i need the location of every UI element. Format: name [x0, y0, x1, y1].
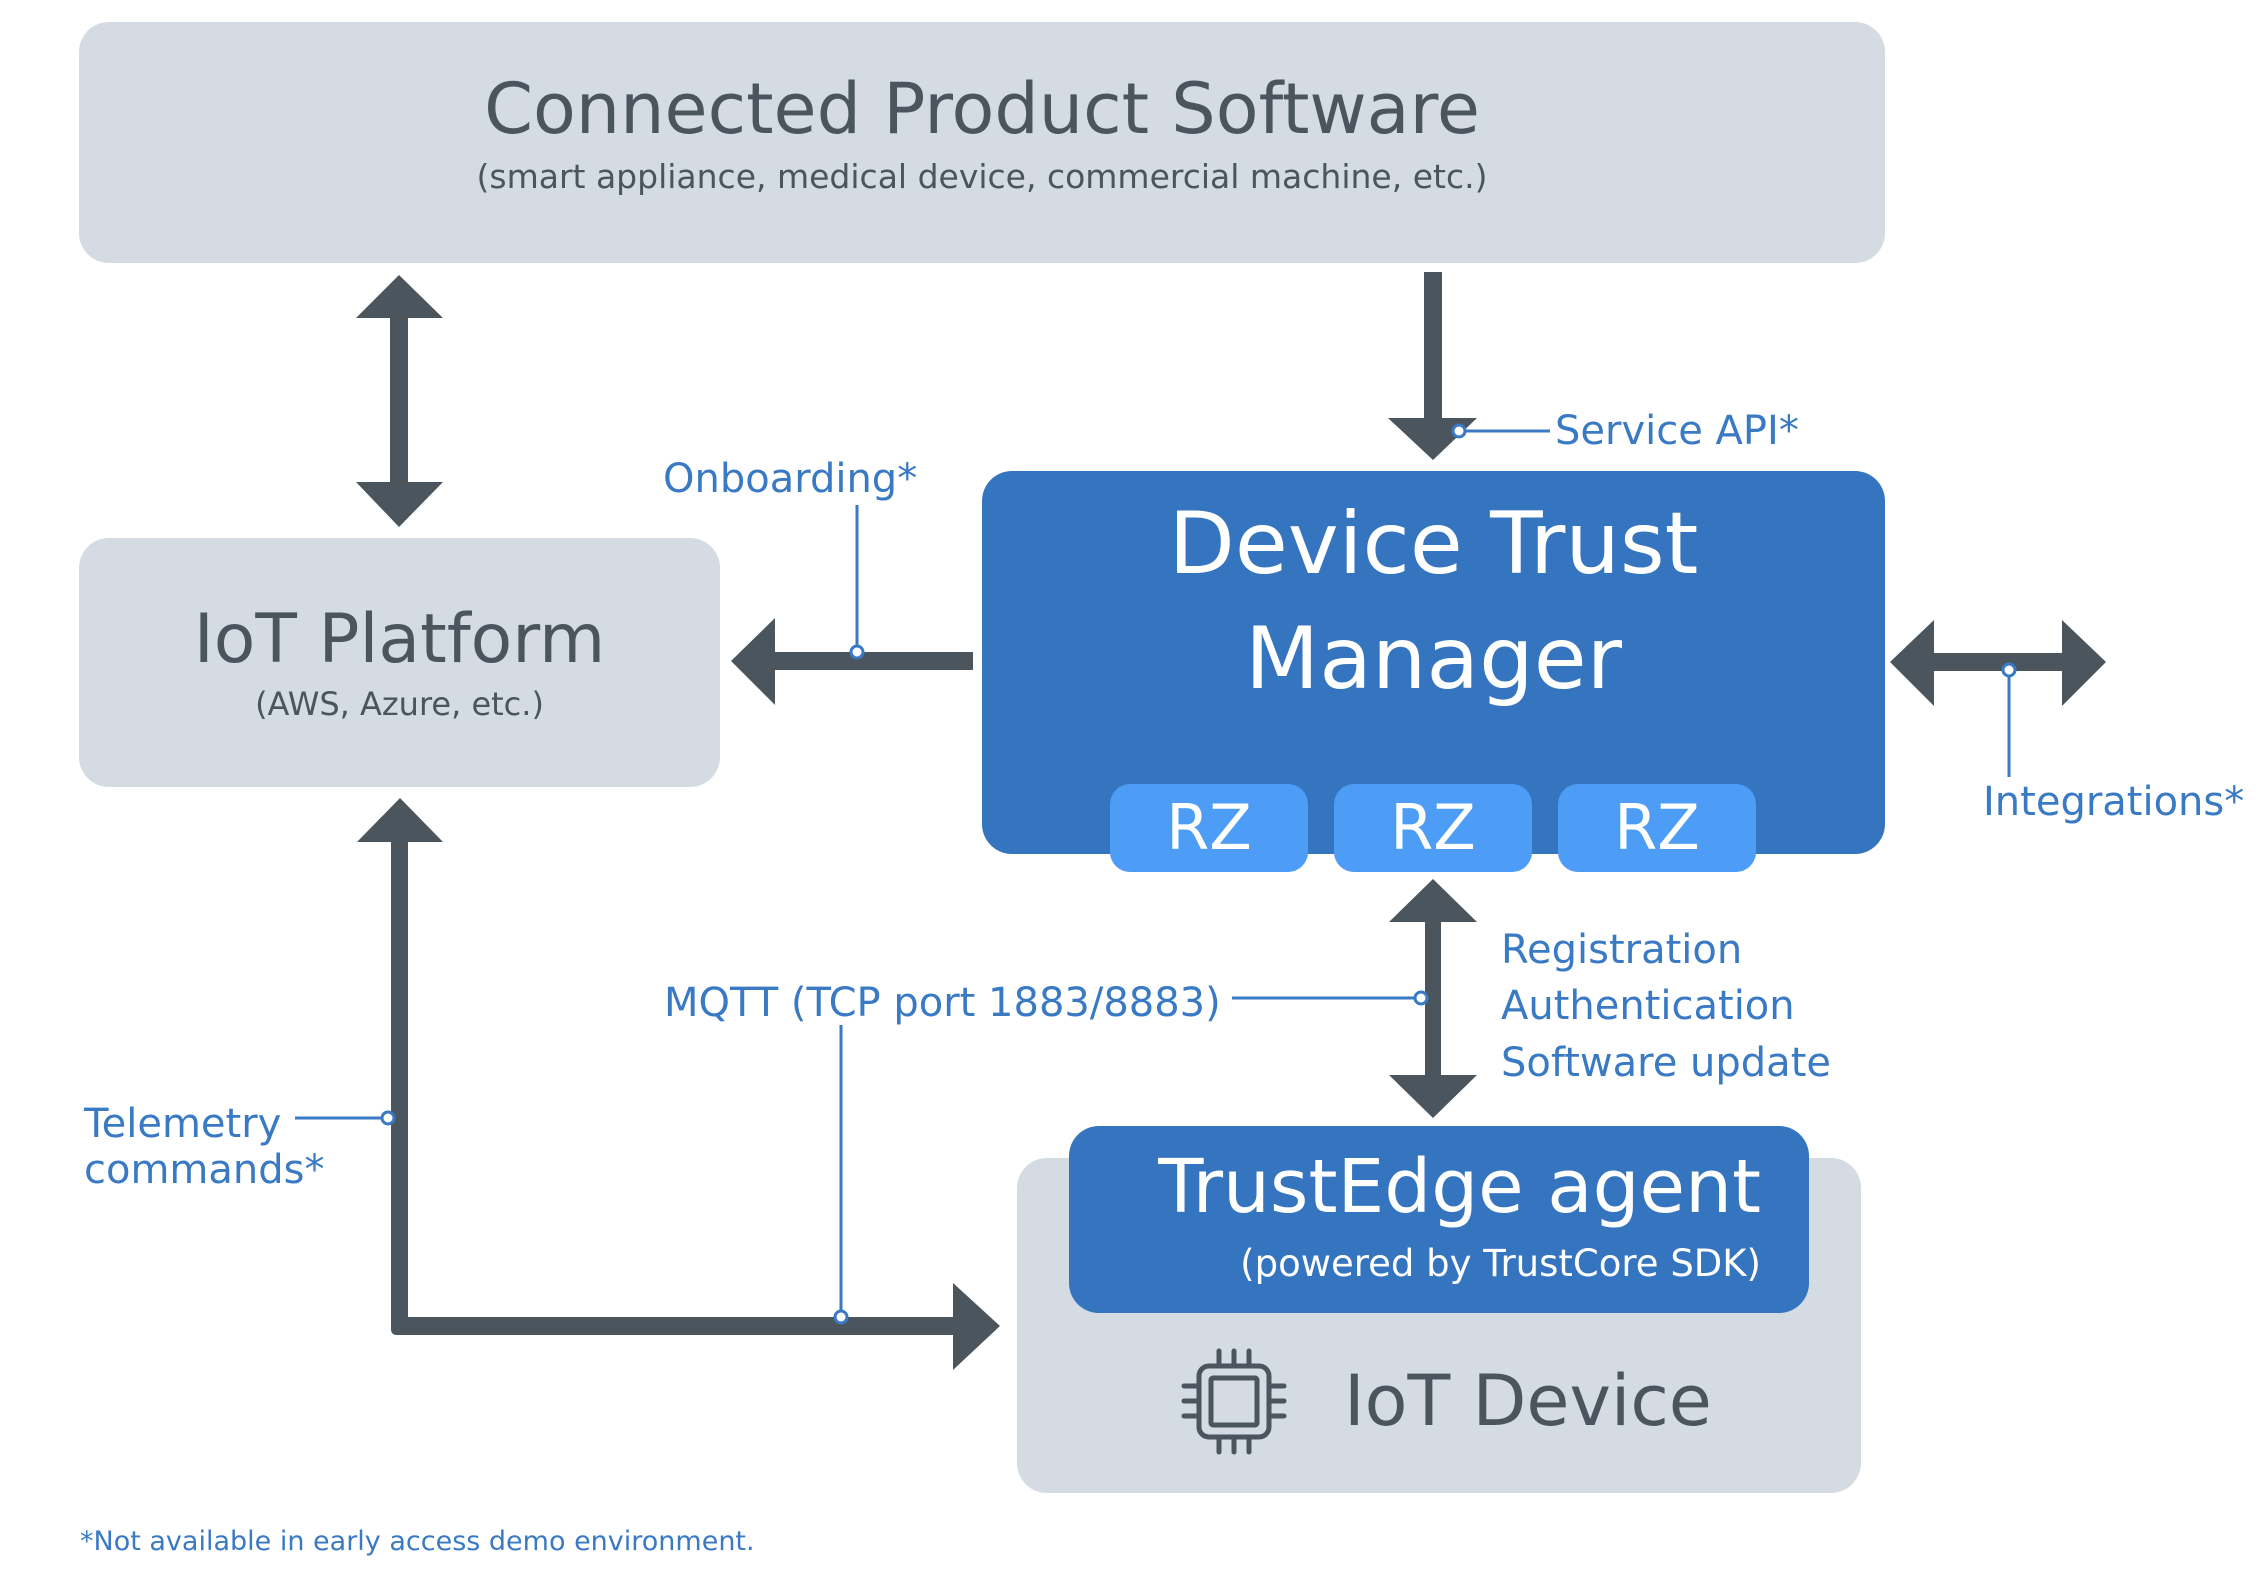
iot-platform-subtitle: (AWS, Azure, etc.)	[255, 685, 544, 723]
integrations-dot	[2001, 662, 2017, 678]
onboarding-dot	[849, 644, 865, 660]
arrow-integrations	[1890, 620, 2106, 706]
rz-tab: RZ	[1334, 784, 1532, 872]
telemetry-label-line1: Telemetry	[84, 1101, 282, 1147]
connected-product-software-box: Connected Product Software (smart applia…	[79, 22, 1885, 263]
cpu-chip-icon	[1181, 1348, 1287, 1455]
trustedge-subtitle: (powered by TrustCore SDK)	[1240, 1242, 1761, 1285]
footnote: *Not available in early access demo envi…	[80, 1526, 755, 1557]
arrow-device-ops	[1389, 879, 1477, 1118]
rz-tab: RZ	[1110, 784, 1308, 872]
telemetry-dot	[380, 1110, 396, 1126]
arrow-onboarding	[731, 618, 973, 705]
dtm-title-line2: Manager	[1245, 609, 1622, 709]
telemetry-label-line2: commands*	[84, 1147, 325, 1193]
trustedge-agent-box: TrustEdge agent (powered by TrustCore SD…	[1069, 1126, 1809, 1313]
trustedge-title: TrustEdge agent	[1158, 1144, 1761, 1230]
mqtt-label: MQTT (TCP port 1883/8883)	[664, 980, 1221, 1026]
arrow-service-api	[1388, 272, 1477, 460]
device-ops-dot	[1413, 990, 1429, 1006]
device-op-authentication: Authentication	[1501, 983, 1795, 1029]
service-api-dot	[1451, 423, 1467, 439]
dtm-title-line1: Device Trust	[1168, 494, 1699, 594]
integrations-label: Integrations*	[1983, 779, 2245, 825]
device-op-software-update: Software update	[1501, 1040, 1831, 1086]
iot-device-title: IoT Device	[1344, 1360, 1712, 1442]
arrow-connected-iotplatform	[356, 275, 443, 527]
connected-product-title: Connected Product Software	[484, 68, 1480, 150]
iot-platform-box: IoT Platform (AWS, Azure, etc.)	[79, 538, 720, 787]
arrow-mqtt-telemetry	[357, 798, 1000, 1370]
service-api-label: Service API*	[1555, 408, 1799, 454]
mqtt-dot	[833, 1309, 849, 1325]
connected-product-subtitle: (smart appliance, medical device, commer…	[476, 157, 1488, 196]
device-op-registration: Registration	[1501, 927, 1743, 973]
iot-platform-title: IoT Platform	[193, 600, 606, 679]
rz-tab: RZ	[1558, 784, 1756, 872]
onboarding-label: Onboarding*	[663, 456, 918, 502]
